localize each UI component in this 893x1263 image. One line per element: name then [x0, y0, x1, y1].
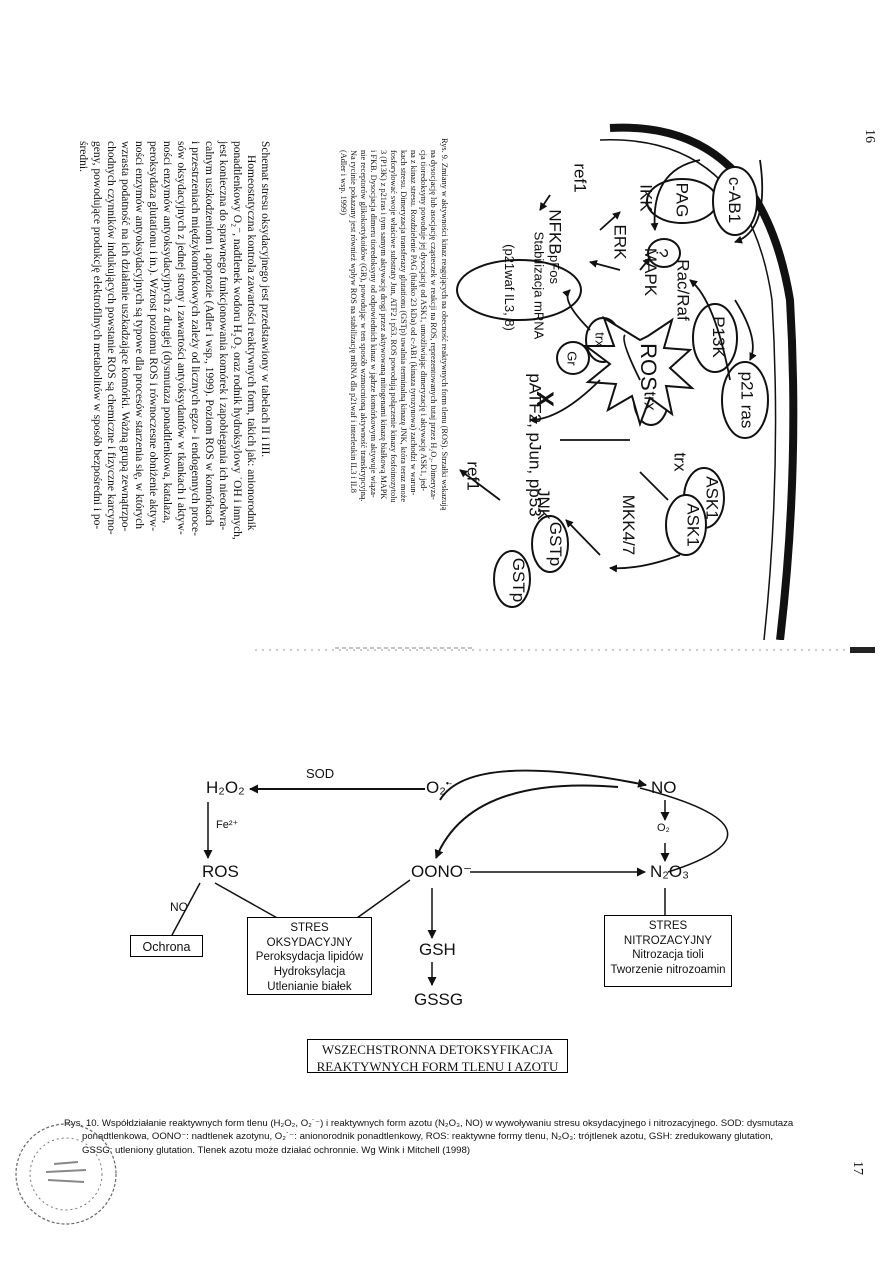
caption9-line: 3 (P13K) z p21ras i tym samym aktywację … [379, 150, 387, 499]
paragraph-line: ponadtlenkowy O₂⁻, nadtlenek wodoru H₂O₂… [231, 141, 243, 540]
no-small-label: NO [170, 900, 188, 914]
detox-title-line: WSZECHSTRONNA DETOKSYFIKACJA [308, 1042, 567, 1059]
cab1-label: c-AB1 [724, 177, 744, 223]
ask1-label-a: ASK1 [702, 476, 722, 519]
paragraph-line: Homeostatyczna kontrola zawartości reakt… [245, 155, 257, 531]
gstp-label-2: GSTp [508, 558, 528, 602]
caption10-line: Rys. 10. Współdziałanie reaktywnych form… [64, 1117, 834, 1130]
erk-label: ERK [609, 225, 629, 260]
library-stamp-icon [6, 1112, 126, 1232]
o2-superscript: •- [446, 778, 452, 788]
figure10-caption: Rys. 10. Współdziałanie reaktywnych form… [64, 1117, 834, 1157]
caption9-line: kach stresu. Dimeryzacja transferazy glu… [399, 150, 407, 502]
paragraph-line: jest konieczna do sprawnego funkcjonowan… [217, 141, 229, 530]
arrow-o2-no [440, 771, 646, 800]
caption9-line: cja tioredoksyny powoduje jej dysocjację… [419, 150, 427, 491]
stres-oks-line: STRES [248, 921, 371, 936]
stres-nitro-line: Tworzenie nitrozoamin [605, 963, 731, 978]
stabilizacja-oval [457, 260, 581, 320]
o2-small-label: O₂ [657, 822, 670, 834]
paragraph-line: chodnych czynników indukujących powstani… [105, 141, 117, 535]
arrow-ask1-mkk [610, 555, 680, 568]
arrow-ikk-nfkb [540, 195, 550, 210]
p21ras-label: p21 ras [736, 372, 756, 429]
stres-oks-line: Peroksydacja lipidów [248, 950, 371, 965]
paragraph-line: i przestrzeniach międzykomórkowych zależ… [189, 141, 201, 536]
stres-nitro-line: NITROZACYJNY [605, 934, 731, 949]
pfos-label: pFos [547, 255, 562, 284]
stres-oksydacyjny-box: STRES OKSYDACYJNY Peroksydacja lipidów H… [247, 917, 372, 995]
stres-oks-line: Hydroksylacja [248, 965, 371, 980]
stres-oks-line: OKSYDACYJNY [248, 936, 371, 951]
paragraph-line: calnym uszkodzeniom i apoptozie (Adler i… [203, 141, 215, 526]
detox-title-box: WSZECHSTRONNA DETOKSYFIKACJA REAKTYWNYCH… [307, 1039, 568, 1073]
caption9-line: Na rycinie pokazany jest również wpływ R… [349, 150, 357, 493]
paragraph-line: średni. [77, 141, 89, 172]
nfkb-label: NFKB [545, 209, 565, 254]
page-number-bottom: 17 [849, 1161, 865, 1175]
ref1-label-a: ref1 [570, 163, 590, 192]
o2-label: O₂•- [426, 778, 452, 798]
stres-oks-line: Utlenianie białek [248, 980, 371, 995]
arrow-p13k-ras [735, 300, 753, 360]
n2o3-label: N₂O₃ [650, 862, 689, 882]
arrow-mkk-jnk [566, 520, 600, 555]
caption10-line: GSSG: utleniony glutation. Tlenek azotu … [64, 1144, 834, 1157]
o2-text: O₂ [426, 778, 446, 797]
paragraph-line: peroksydaza glutationu i in.). Wzrost po… [147, 141, 159, 531]
caption9-line: fosforylować swoje właściwe substraty Ju… [389, 150, 397, 503]
paragraph-line: ności enzymów antyoksydacyjnych z drugie… [161, 141, 173, 523]
arrow-mapk-erk [590, 262, 620, 270]
p13k-label: P13K [708, 316, 728, 358]
caption9-line: (Adler i wsp. 1999) [339, 150, 347, 215]
caption9-line: i FKB. Dysocjacja dimeru tioredoksyny od… [369, 150, 377, 498]
ros-label: ROS [635, 343, 661, 391]
h2o2-label: H₂O₂ [206, 778, 245, 798]
oono-label: OONO⁻ [411, 862, 472, 882]
caption9-line: Rys. 9. Zmiany w aktywności kinaz reaguj… [440, 138, 448, 510]
trx-label-2: trx [669, 453, 689, 472]
scan-noise [255, 645, 875, 655]
gssg-label: GSSG [414, 990, 463, 1010]
curve-right [640, 788, 728, 872]
paragraph-line: wzrasta podatność na ich działanie uszka… [119, 141, 131, 531]
caption9-line: na dysocjację lub asocjację cząsteczek w… [429, 150, 437, 500]
no-label: NO [651, 778, 677, 798]
caption10-line: ponadtlenkowa, OONO⁻: nadtlenek azotynu,… [64, 1130, 834, 1143]
paragraph-line: ności enzymów antyoksydacyjnych są typow… [133, 141, 145, 529]
trx-label-3: trx [593, 332, 608, 346]
sod-label: SOD [306, 766, 334, 781]
line-ask-mkk [640, 472, 668, 500]
detox-title-line: REAKTYWNYCH FORM TLENU I AZOTU [308, 1059, 567, 1076]
paragraph-line: Schemat stresu oksydacyjnego jest przeds… [259, 141, 271, 457]
pag-label: PAG [671, 183, 691, 218]
stres-nitro-line: Nitrozacja tioli [605, 948, 731, 963]
ochrona-box: Ochrona [130, 935, 203, 957]
stres-nitro-line: STRES [605, 919, 731, 934]
paragraph-line: sów oksydacyjnych z jednej strony i zawa… [175, 141, 187, 535]
stres-nitrozacyjny-box: STRES NITROZACYJNY Nitrozacja tioli Twor… [604, 915, 732, 987]
ref1-label-b: ref1 [463, 461, 483, 490]
gr-label: Gr [565, 351, 580, 365]
caption9-line: nie receptorów glikokortykoidów (GR), po… [359, 150, 367, 502]
mkk47-label: MKK4/7 [618, 495, 638, 555]
stabilizacja-label-2: (p21waf IL3, 8) [502, 244, 517, 331]
gstp-label-1: GSTp [545, 522, 565, 566]
ros-node-label: ROS [202, 862, 239, 882]
trx-label-1: trx [639, 392, 659, 411]
arrow-no-oono [436, 785, 618, 858]
mapk-label: MAPK [640, 248, 660, 296]
caption9-line: na z kinaz stresu. Rozdzielenie PAG (bia… [409, 150, 417, 495]
gsh-label: GSH [419, 940, 456, 960]
x-mark: X [530, 391, 558, 407]
racraf-label: Rac/Raf [673, 259, 693, 320]
stabilizacja-label-1: Stabilizacja mRNA [531, 232, 546, 340]
fe-label: Fe²⁺ [216, 818, 238, 831]
ask1-label-b: ASK1 [683, 503, 703, 546]
paragraph-line: geny, powodujące produkcję elektrofilnyc… [91, 141, 103, 529]
ikk-label: IKK [636, 184, 656, 211]
